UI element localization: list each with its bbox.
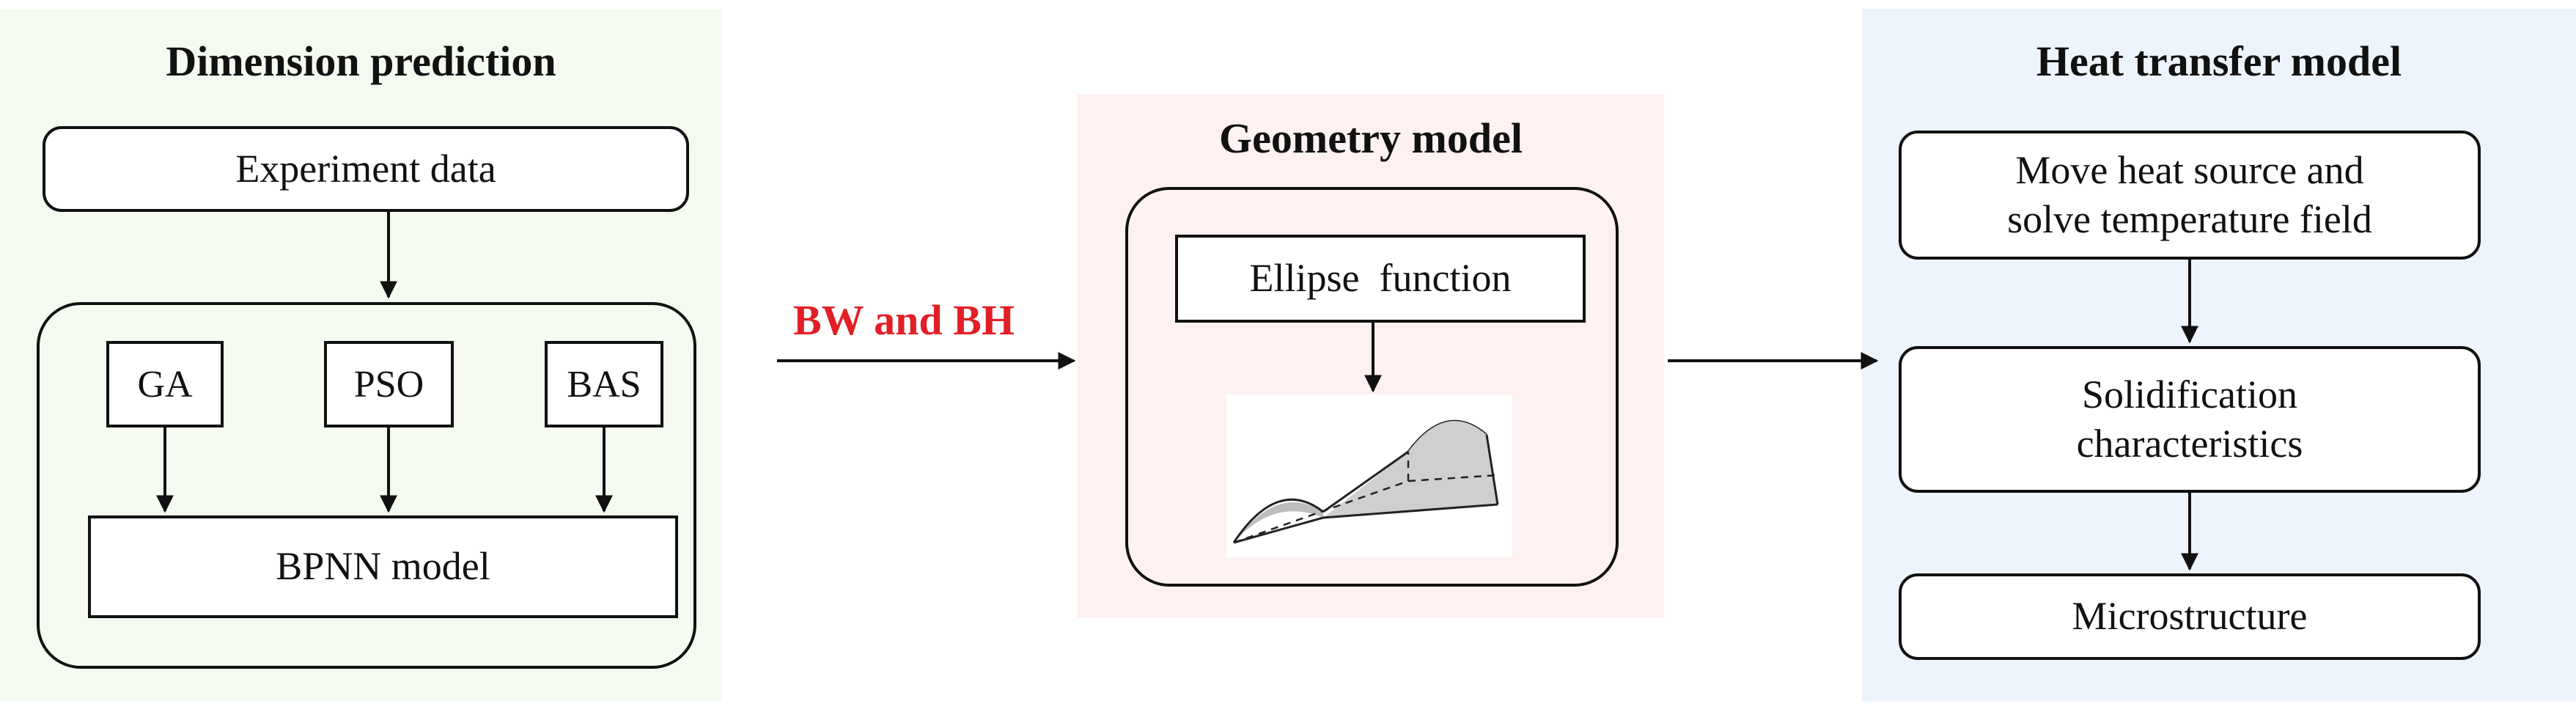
bw-and-bh-label: BW and BH (793, 296, 1015, 344)
solidification-step-box: Solidification characteristics (1899, 346, 2481, 493)
dimension-prediction-title: Dimension prediction (166, 37, 556, 85)
heat-source-step-box: Move heat source and solve temperature f… (1899, 131, 2481, 260)
geometry-model-title: Geometry model (1219, 114, 1523, 162)
experiment-data-box: Experiment data (43, 126, 689, 212)
ellipse-bead-icon (1226, 394, 1512, 557)
optimization-container (37, 302, 696, 669)
geometry-container (1125, 187, 1619, 587)
microstructure-step-box: Microstructure (1899, 573, 2481, 660)
heat-transfer-model-title: Heat transfer model (2036, 37, 2402, 85)
bpnn-model-box: BPNN model (88, 515, 678, 618)
bas-box: BAS (545, 341, 663, 427)
ellipse-function-box: Ellipse function (1175, 235, 1586, 323)
ga-box: GA (106, 341, 224, 427)
pso-box: PSO (324, 341, 454, 427)
